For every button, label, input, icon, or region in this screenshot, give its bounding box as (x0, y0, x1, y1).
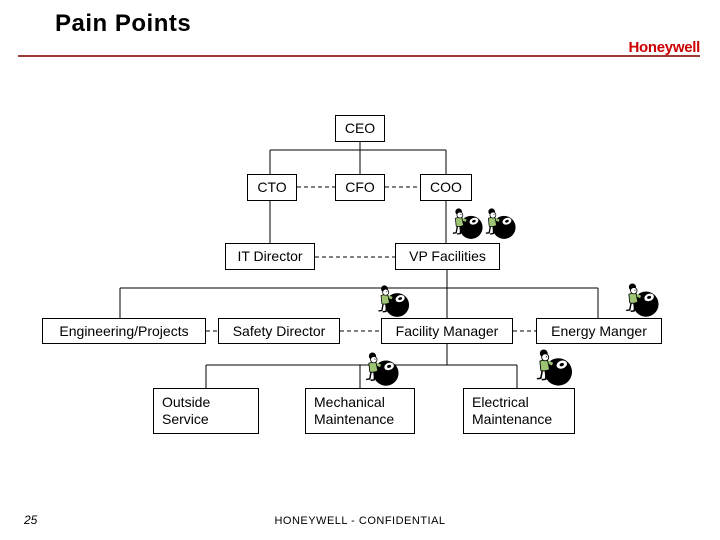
org-node-ceo: CEO (335, 115, 385, 142)
org-node-energy-manager: Energy Manger (536, 318, 662, 344)
dashed-liaison-lines (206, 186, 536, 332)
org-node-coo: COO (420, 174, 472, 201)
org-node-safety-director: Safety Director (218, 318, 340, 344)
org-node-label: Facility Manager (395, 322, 499, 339)
org-node-label: Safety Director (232, 322, 326, 339)
solid-reporting-lines (119, 142, 599, 388)
bomb-pusher-icon (374, 285, 411, 319)
org-node-label: Mechanical Maintenance (314, 394, 395, 427)
org-node-engineering-projects: Engineering/Projects (42, 318, 206, 344)
org-node-label: IT Director (237, 248, 303, 264)
org-node-label: CFO (345, 179, 375, 195)
bomb-pusher-icon (621, 283, 661, 319)
org-node-it-director: IT Director (225, 243, 315, 270)
bomb-pusher-icon (483, 206, 516, 243)
org-node-label: Electrical Maintenance (472, 394, 553, 427)
bomb-pusher-icon (532, 349, 574, 388)
org-node-vp-facilities: VP Facilities (395, 243, 500, 270)
org-node-label: Engineering/Projects (59, 322, 189, 339)
title-divider-rule (18, 55, 700, 57)
org-node-facility-manager: Facility Manager (381, 318, 513, 344)
org-node-label: CEO (344, 120, 376, 136)
honeywell-logo: Honeywell (628, 39, 701, 56)
org-node-label: Energy Manger (551, 322, 647, 339)
org-node-label: COO (430, 179, 462, 195)
org-node-cto: CTO (247, 174, 297, 201)
page-title: Pain Points (55, 10, 192, 37)
confidential-footer: HONEYWELL - CONFIDENTIAL (274, 515, 446, 527)
org-node-label: VP Facilities (409, 248, 486, 264)
org-node-cfo: CFO (335, 174, 385, 201)
slide-number: 25 (24, 513, 38, 527)
org-node-label: Outside Service (162, 394, 211, 427)
org-node-electrical-maintenance: Electrical Maintenance (463, 388, 575, 434)
bomb-pusher-icon (362, 352, 400, 388)
bomb-pusher-icon (450, 206, 483, 243)
org-node-mechanical-maintenance: Mechanical Maintenance (305, 388, 415, 434)
org-node-outside-service: Outside Service (153, 388, 259, 434)
org-node-label: CTO (257, 179, 287, 195)
